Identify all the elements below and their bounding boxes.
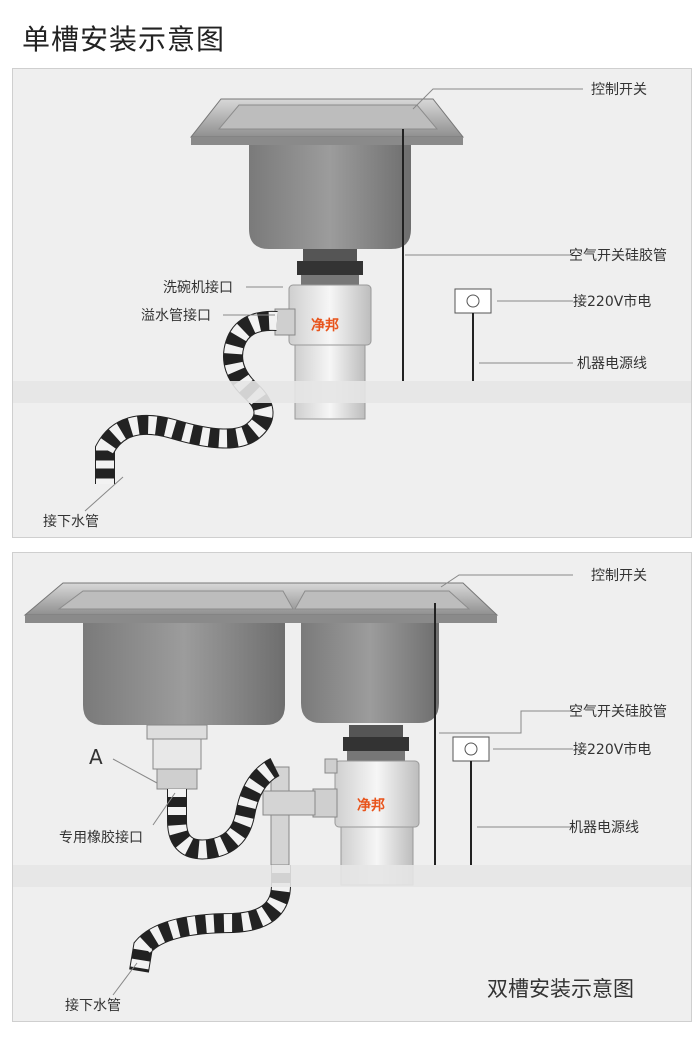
double-sink-illustration (13, 574, 691, 996)
double-sink-right-basin (301, 623, 439, 723)
double-sink-rim (23, 582, 499, 623)
double-hoses (129, 758, 291, 973)
double-label-air-tube: 空气开关硅胶管 (569, 704, 667, 720)
double-outlet (452, 736, 490, 762)
single-drain-hose (95, 310, 278, 484)
single-flange (297, 249, 363, 285)
single-label-dishwasher-port: 洗碗机接口 (163, 280, 233, 296)
single-sink-title: 单槽安装示意图 (22, 23, 226, 56)
double-marker-a: A (89, 745, 103, 769)
double-label-220v: 接220V市电 (573, 742, 652, 758)
single-disposer (274, 284, 372, 420)
double-sink-left-basin (83, 623, 285, 725)
watermark-band (13, 865, 691, 887)
watermark-band (13, 381, 691, 403)
single-callout-lines (84, 88, 583, 512)
single-label-power-cord: 机器电源线 (577, 356, 647, 372)
double-brand-logo: 净邦 (357, 798, 385, 814)
double-flange (343, 725, 409, 761)
double-label-rubber-port: 专用橡胶接口 (59, 830, 143, 846)
double-sink-title: 双槽安装示意图 (487, 977, 634, 1001)
double-callout-lines (112, 574, 573, 996)
double-left-fitting (146, 724, 208, 790)
single-sink-basin (249, 145, 411, 249)
single-sink-diagram: 控制开关 空气开关硅胶管 接220V市电 机器电源线 洗碗机接口 溢水管接口 接… (12, 68, 692, 538)
double-label-drain: 接下水管 (65, 998, 121, 1014)
single-brand-logo: 净邦 (311, 318, 339, 334)
single-label-control-switch: 控制开关 (591, 82, 647, 98)
double-label-power-cord: 机器电源线 (569, 820, 639, 836)
single-sink-rim (189, 98, 465, 145)
single-label-overflow-port: 溢水管接口 (141, 308, 211, 324)
double-label-control-switch: 控制开关 (591, 568, 647, 584)
single-label-220v: 接220V市电 (573, 294, 652, 310)
single-sink-illustration (13, 88, 691, 512)
single-outlet (454, 288, 492, 314)
single-label-air-tube: 空气开关硅胶管 (569, 248, 667, 264)
double-sink-diagram: 控制开关 空气开关硅胶管 接220V市电 机器电源线 A 专用橡胶接口 接下水管… (12, 552, 692, 1022)
single-label-drain: 接下水管 (43, 514, 99, 530)
